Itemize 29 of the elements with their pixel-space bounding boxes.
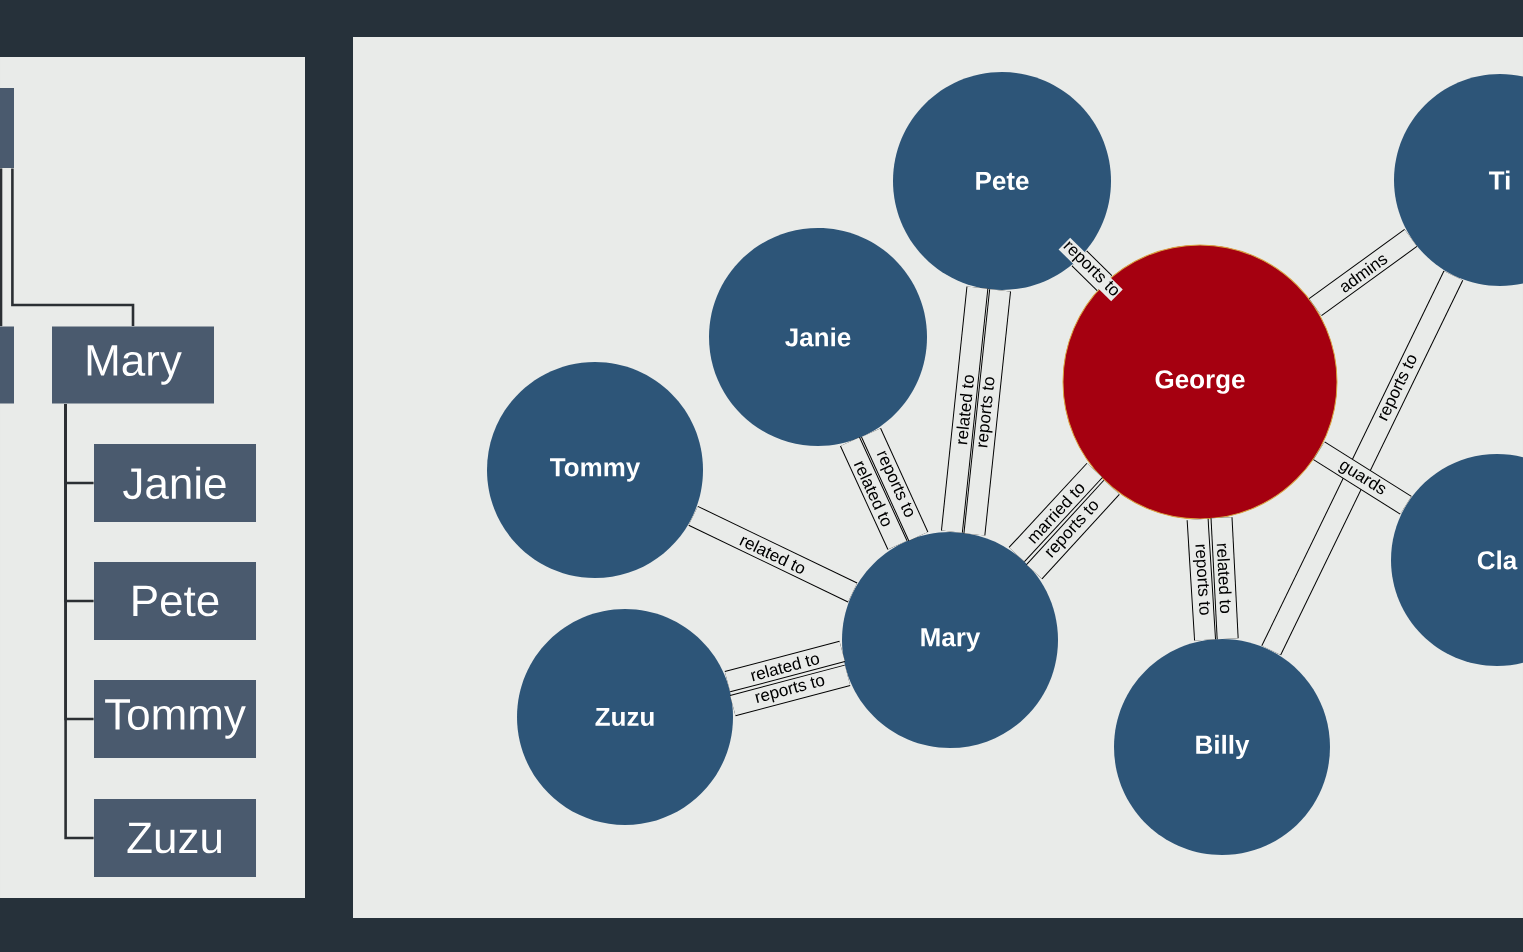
relationship-band xyxy=(963,289,1012,536)
relationship-band xyxy=(940,286,989,533)
relationship-band xyxy=(1186,518,1217,641)
relationship-band xyxy=(688,505,858,603)
org-chart-box: Tommy xyxy=(94,680,256,758)
relationship-band xyxy=(1008,462,1103,563)
relationship-band xyxy=(1071,250,1113,291)
org-chart-box: Mary xyxy=(52,326,214,404)
band-label: related to xyxy=(1215,541,1234,616)
relationship-band xyxy=(730,664,851,717)
org-chart-box: Zuzu xyxy=(94,799,256,877)
relationship-band xyxy=(861,428,929,541)
relationship-band xyxy=(1308,229,1418,316)
connector-line xyxy=(64,403,94,840)
relationship-band xyxy=(724,640,846,693)
relationship-band xyxy=(840,437,908,550)
org-chart-box xyxy=(0,326,14,404)
band-label: reports to xyxy=(1190,542,1212,618)
org-chart-box xyxy=(0,88,14,168)
relationship-band xyxy=(1210,517,1239,640)
band-label: related to xyxy=(953,372,976,447)
relationship-band xyxy=(1261,270,1464,656)
relationship-band xyxy=(1026,479,1120,580)
org-chart-box: Janie xyxy=(94,444,256,522)
relationship-band xyxy=(1313,441,1412,515)
connector-line xyxy=(0,168,3,327)
connector-line xyxy=(11,168,135,327)
org-chart-box: Pete xyxy=(94,562,256,640)
band-label: reports to xyxy=(975,374,1000,450)
